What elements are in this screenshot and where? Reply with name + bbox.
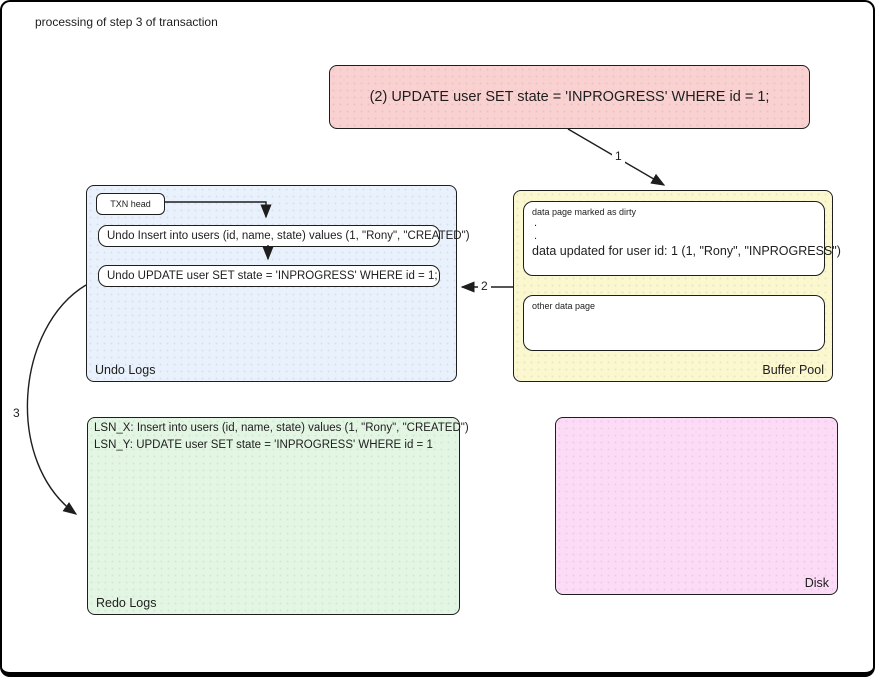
undo-entry-insert: Undo Insert into users (id, name, state)… bbox=[98, 225, 470, 247]
redo-entry-lsn-x: LSN_X: Insert into users (id, name, stat… bbox=[94, 422, 469, 434]
arrow-3-label: 3 bbox=[10, 406, 23, 420]
redo-logs-label: Redo Logs bbox=[96, 596, 157, 610]
arrow-2-label: 2 bbox=[478, 279, 491, 293]
undo-entry-insert-text: Undo Insert into users (id, name, state)… bbox=[107, 230, 470, 242]
dirty-data-page: data page marked as dirty . . data updat… bbox=[523, 201, 841, 276]
disk-label: Disk bbox=[804, 576, 829, 590]
dirty-page-dot-2: . bbox=[534, 230, 538, 242]
dirty-page-updated-text: data updated for user id: 1 (1, "Rony", … bbox=[532, 244, 841, 258]
buffer-pool-box: data page marked as dirty . . data updat… bbox=[513, 190, 841, 382]
undo-logs-label: Undo Logs bbox=[95, 363, 156, 377]
dirty-page-dot-1: . bbox=[534, 217, 538, 229]
arrow-1-label: 1 bbox=[612, 149, 625, 163]
other-data-page-text: other data page bbox=[532, 301, 596, 311]
undo-entry-update: Undo UPDATE user SET state = 'INPROGRESS… bbox=[98, 265, 440, 287]
redo-logs-box: LSN_X: Insert into users (id, name, stat… bbox=[87, 417, 469, 615]
arrow-3 bbox=[26, 284, 87, 515]
dirty-page-header: data page marked as dirty bbox=[532, 207, 637, 217]
diagram-title: processing of step 3 of transaction bbox=[35, 15, 218, 29]
other-data-page: other data page bbox=[523, 295, 825, 351]
sql-statement-text: (2) UPDATE user SET state = 'INPROGRESS'… bbox=[369, 89, 770, 105]
disk-box: Disk bbox=[555, 417, 838, 595]
redo-entry-lsn-y: LSN_Y: UPDATE user SET state = 'INPROGRE… bbox=[94, 439, 433, 451]
txn-head-box: TXN head bbox=[96, 193, 165, 215]
sql-statement-box: (2) UPDATE user SET state = 'INPROGRESS'… bbox=[329, 65, 810, 129]
txn-head-label: TXN head bbox=[110, 199, 151, 209]
buffer-pool-label: Buffer Pool bbox=[762, 363, 824, 377]
undo-logs-box: TXN head Undo Insert into users (id, nam… bbox=[86, 185, 470, 382]
undo-entry-update-text: Undo UPDATE user SET state = 'INPROGRESS… bbox=[107, 270, 438, 282]
